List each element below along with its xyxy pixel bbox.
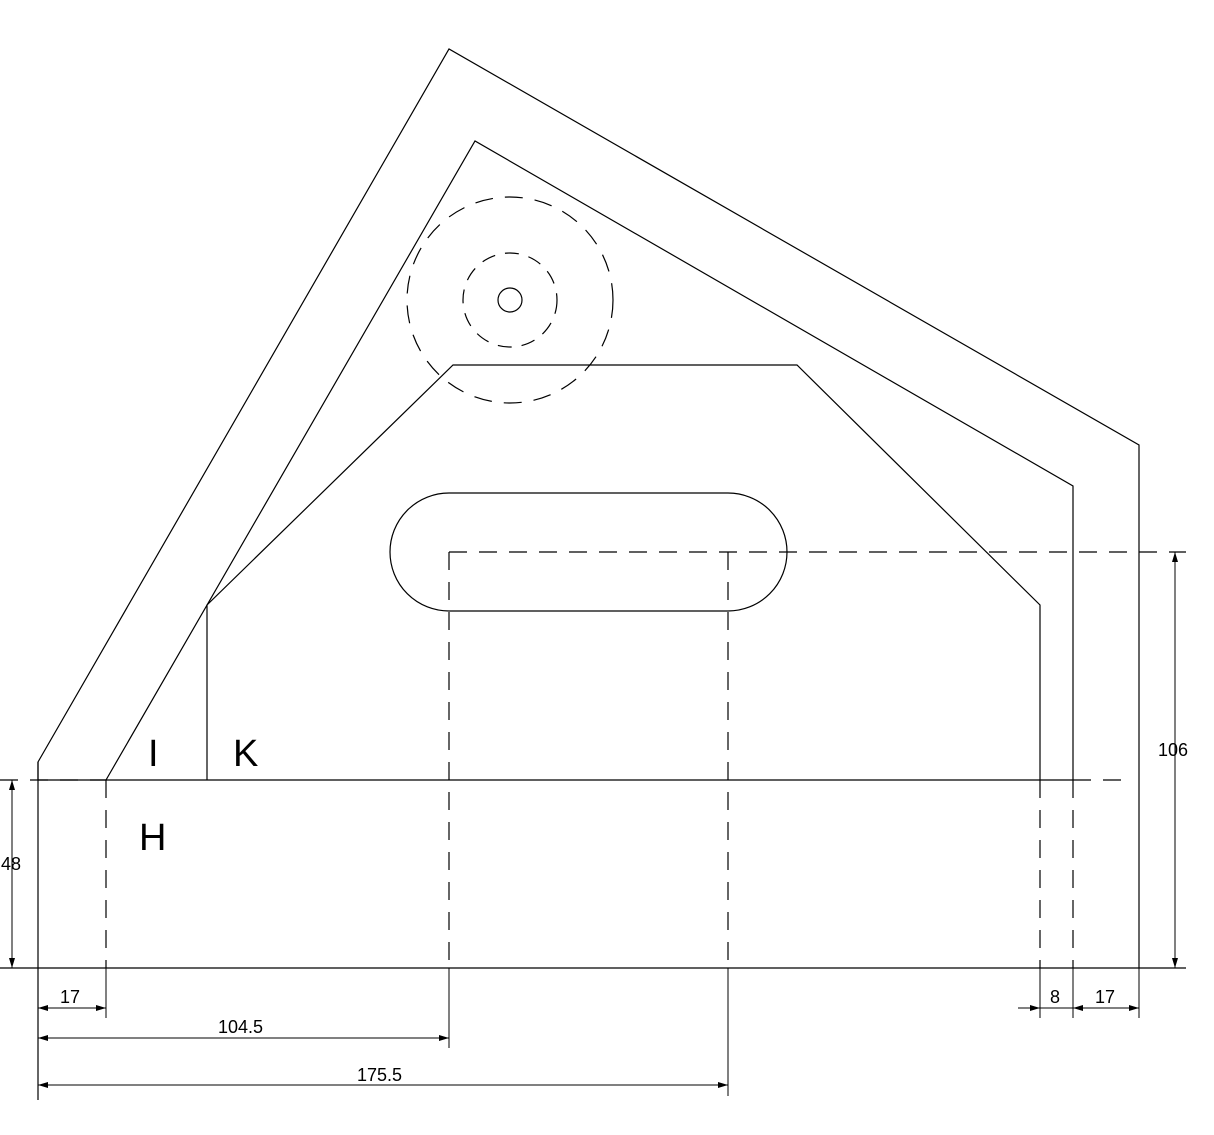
- dim-text-17-left: 17: [60, 987, 80, 1007]
- region-label-H: H: [139, 817, 166, 859]
- dim-text-48: 48: [1, 854, 21, 874]
- inner-body-outline: [206, 364, 1041, 780]
- region-label-I: I: [148, 733, 159, 775]
- center-hole: [497, 287, 523, 313]
- slot-outline: [389, 492, 788, 612]
- outer-dashed-circle: [406, 196, 614, 404]
- dim-text-106: 106: [1158, 740, 1188, 760]
- dim-text-8: 8: [1050, 987, 1060, 1007]
- dim-text-175-5: 175.5: [357, 1065, 402, 1085]
- inner-dashed-circle: [462, 252, 558, 348]
- dim-text-17-right: 17: [1095, 987, 1115, 1007]
- outer-roof-outline: [37, 48, 1140, 968]
- dim-text-104-5: 104.5: [218, 1017, 263, 1037]
- region-label-K: K: [233, 733, 258, 775]
- inner-roof-outline: [105, 140, 1074, 781]
